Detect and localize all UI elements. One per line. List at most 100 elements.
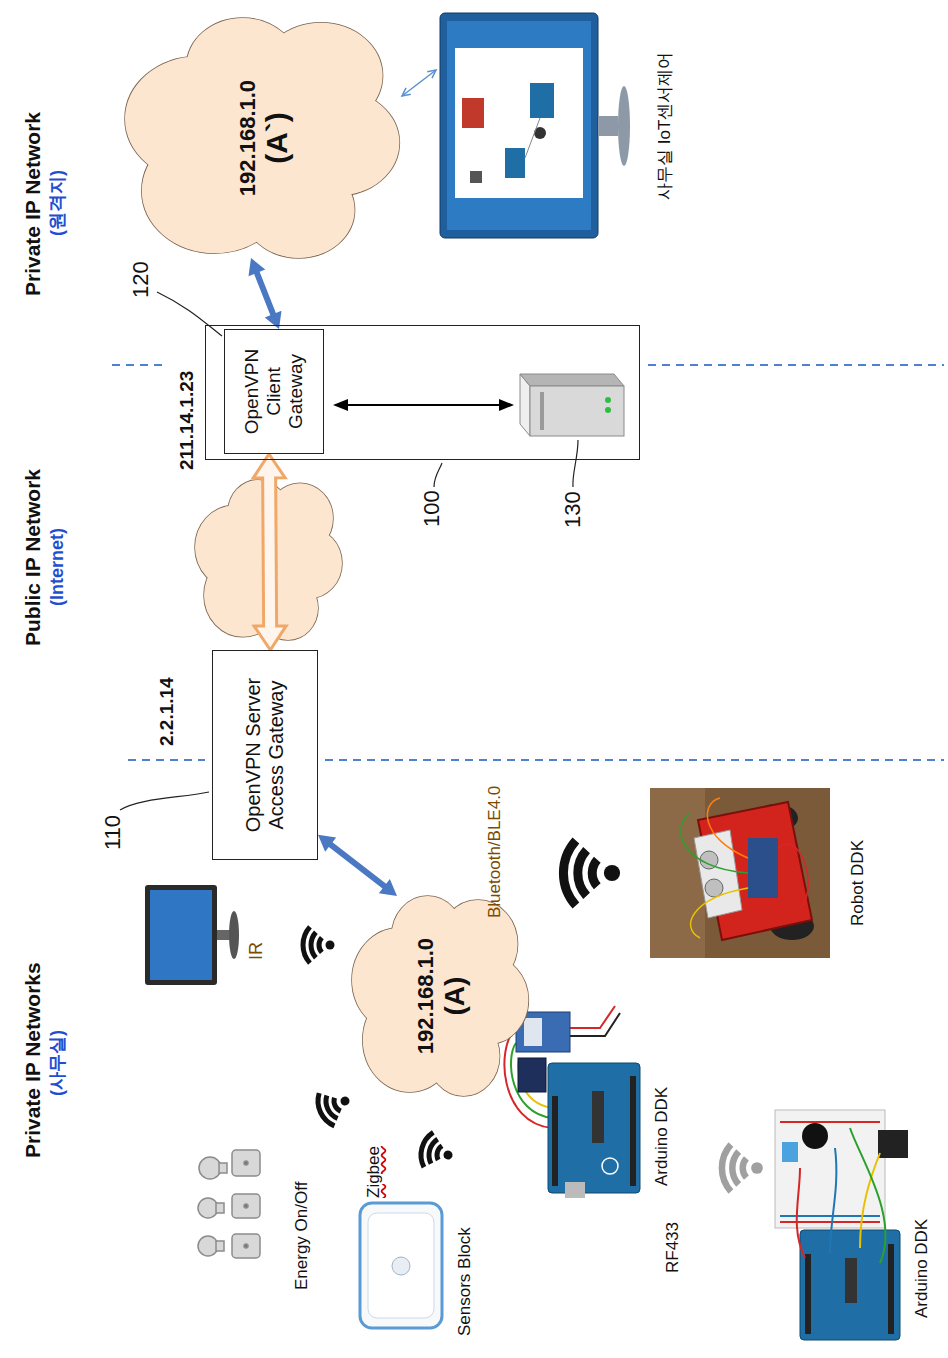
network-link (248, 258, 265, 276)
arduino-board (518, 1058, 552, 1108)
arduino-breadboard-photo (805, 1254, 811, 1334)
energy-device-icons (216, 1241, 224, 1251)
arduino-breadboard-photo (888, 1244, 894, 1334)
protocol-label: IR (246, 942, 268, 960)
network-link (265, 311, 282, 329)
robot-photo (650, 788, 705, 958)
display-link (402, 70, 436, 96)
arduino-board (518, 1058, 546, 1092)
robot-photo (694, 830, 742, 918)
server-icon (540, 392, 544, 430)
robot-photo (691, 888, 748, 938)
arduino-board (548, 1063, 640, 1193)
cloud-outline (125, 18, 399, 258)
energy-device-icons (244, 1204, 248, 1208)
monitor-icon (618, 86, 630, 166)
leader-line (434, 463, 442, 487)
arduino-breadboard-photo (802, 1123, 828, 1149)
monitor-icon (447, 21, 591, 230)
network-cloud: 192.168.1.0(A) (352, 896, 532, 1096)
arduino-board (565, 1182, 585, 1198)
arduino-breadboard-photo (782, 1142, 798, 1162)
arduino-board (524, 1018, 542, 1046)
robot-photo (650, 788, 830, 958)
internal-link (345, 404, 502, 406)
tv-icon (217, 930, 230, 940)
tv-icon (145, 885, 239, 985)
monitor-icon (505, 148, 525, 178)
ip-address: 2.2.1.14 (156, 677, 179, 746)
server-icon (605, 407, 611, 413)
node-text: (A`) (260, 80, 295, 196)
display-link (402, 70, 436, 96)
cloud-outline (352, 896, 528, 1096)
monitor-icon (440, 13, 630, 238)
network-link (318, 835, 397, 896)
arduino-breadboard-photo (780, 1215, 880, 1217)
node-text: OpenVPN Client Gateway (241, 338, 307, 445)
protocol-label: Zigbee (364, 1146, 384, 1198)
sensor-block-photo (392, 1257, 410, 1275)
energy-device-icons (219, 1163, 227, 1173)
device-label: Arduino DDK (652, 1087, 672, 1186)
arduino-breadboard-photo (797, 1168, 805, 1258)
device-label: Arduino DDK (912, 1219, 932, 1318)
zone-subtitle: (Internet) (47, 528, 69, 606)
protocol-label: Bluetooth/BLE4.0 (485, 786, 505, 918)
wireless-symbol (722, 1145, 763, 1192)
arduino-board (592, 1091, 604, 1143)
wireless-symbol (313, 1083, 357, 1129)
internal-link (499, 399, 514, 411)
robot-photo (705, 879, 723, 897)
system-box: 100OpenVPN Client Gateway (205, 325, 640, 460)
arduino-board (570, 1006, 615, 1028)
arduino-breadboard-photo (780, 1121, 880, 1123)
energy-device-icons (232, 1234, 260, 1258)
node-text: (A) (439, 938, 471, 1054)
network-link (256, 271, 274, 316)
server-icon (520, 374, 624, 386)
energy-device-icons (244, 1244, 248, 1248)
sensor-block-photo (368, 1213, 434, 1318)
server-icon (520, 374, 624, 436)
arduino-breadboard-photo (860, 1153, 880, 1248)
server-icon (530, 386, 624, 436)
wireless-symbol (563, 840, 620, 905)
node-text: 192.168.1.0 (235, 80, 260, 196)
monitor-icon (455, 48, 583, 198)
leader-line (157, 292, 222, 336)
zone-divider (128, 759, 205, 761)
tv-icon (145, 885, 217, 985)
energy-device-icons (244, 1161, 248, 1165)
ip-address: 211.14.1.23 (176, 371, 199, 470)
network-link (248, 258, 281, 329)
device-label: 사무실 IoT센서제어 (655, 52, 675, 200)
arduino-breadboard-photo (850, 1128, 886, 1263)
wireless-symbol (303, 927, 334, 963)
cloud-outline (170, 56, 360, 219)
arduino-board (602, 1158, 618, 1174)
network-cloud: 192.168.1.0(A`) (125, 18, 405, 258)
zone-title: Private IP Network (20, 112, 45, 296)
arduino-breadboard-photo (775, 1110, 908, 1340)
energy-device-icons (199, 1157, 221, 1179)
robot-photo (778, 844, 808, 908)
robot-photo (681, 813, 748, 873)
cloud-outline (381, 928, 503, 1064)
display-link (427, 70, 436, 78)
cloud-outline (381, 928, 503, 1064)
internal-link (333, 399, 514, 411)
monitor-icon (525, 118, 540, 158)
node-content: 100 (419, 490, 444, 527)
leader-line (120, 792, 209, 810)
arduino-breadboard-photo (845, 1258, 857, 1303)
energy-device-icons (232, 1150, 260, 1176)
arduino-breadboard-photo (780, 1221, 880, 1223)
callout-number: 120 (128, 261, 154, 298)
network-link (269, 475, 270, 629)
energy-device-icons (198, 1150, 260, 1258)
